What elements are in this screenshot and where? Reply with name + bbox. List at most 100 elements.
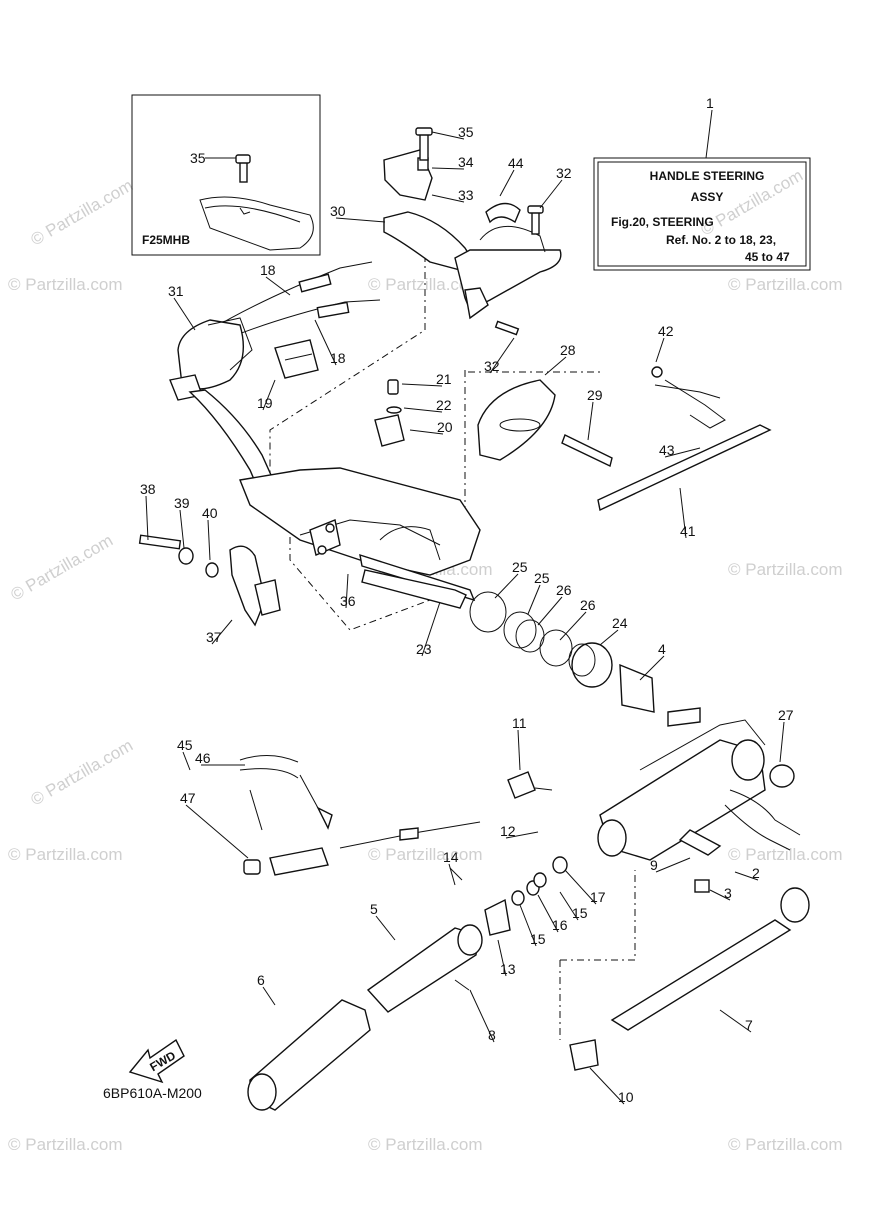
watermark-text: © Partzilla.com xyxy=(728,560,843,579)
callout-leader xyxy=(403,407,443,413)
callout-leader xyxy=(639,655,665,681)
callout-leader xyxy=(734,871,759,881)
callout-leader xyxy=(499,169,515,197)
box-title-line1: HANDLE STEERING xyxy=(650,169,765,183)
box-ref-line1: Ref. No. 2 to 18, 23, xyxy=(666,233,776,247)
callout-leader xyxy=(679,487,687,539)
stop-switch-parts xyxy=(239,755,553,876)
callout-leader xyxy=(559,611,587,641)
callout-leader xyxy=(489,337,515,374)
callout-45: 45 xyxy=(177,737,193,753)
diagram-code: 6BP610A-M200 xyxy=(103,1085,202,1101)
tiller-handle-body xyxy=(597,707,801,893)
callout-leader xyxy=(431,131,465,140)
callout-leader xyxy=(211,619,233,645)
callout-leader xyxy=(519,904,537,947)
callout-41: 41 xyxy=(680,523,696,539)
left-side-parts xyxy=(138,534,281,627)
link-rod xyxy=(597,366,772,512)
callout-leader xyxy=(262,379,276,411)
callout-leader xyxy=(375,915,396,941)
callout-leader xyxy=(709,889,731,901)
callout-42: 42 xyxy=(658,323,674,339)
callout-34: 34 xyxy=(458,154,474,170)
callout-10: 10 xyxy=(618,1089,634,1105)
callout-15: 15 xyxy=(572,905,588,921)
callout-leader xyxy=(207,519,211,561)
callout-leader xyxy=(537,894,559,933)
watermark-text: © Partzilla.com xyxy=(27,736,136,810)
watermark-text: © Partzilla.com xyxy=(728,275,843,294)
callout-38: 38 xyxy=(140,481,156,497)
callout-leader xyxy=(664,447,701,458)
callout-leader xyxy=(448,863,456,886)
callout-12: 12 xyxy=(500,823,516,839)
watermark-text: © Partzilla.com xyxy=(8,1135,123,1154)
callout-leader xyxy=(497,939,507,977)
callout-11: 11 xyxy=(512,715,527,731)
watermark-text: © Partzilla.com xyxy=(7,531,116,605)
throttle-shaft xyxy=(569,887,810,1071)
callout-4: 4 xyxy=(658,641,666,657)
watermark-layer: © Partzilla.com © Partzilla.com © Partzill… xyxy=(7,166,842,1154)
callout-leader xyxy=(182,751,191,771)
callout-40: 40 xyxy=(202,505,218,521)
box-fig-line: Fig.20, STEERING xyxy=(611,215,714,229)
callout-leader xyxy=(179,509,185,549)
callout-18: 18 xyxy=(330,350,346,366)
callout-32: 32 xyxy=(556,165,572,181)
callout-6: 6 xyxy=(257,972,265,988)
callout-5: 5 xyxy=(370,901,378,917)
watermark-text: © Partzilla.com xyxy=(368,845,483,864)
handle-top-parts xyxy=(383,127,562,336)
callout-leader xyxy=(173,297,196,331)
watermark-text: © Partzilla.com xyxy=(368,1135,483,1154)
callout-37: 37 xyxy=(206,629,222,645)
callout-leader xyxy=(314,319,337,366)
callout-7: 7 xyxy=(745,1017,753,1033)
callout-18: 18 xyxy=(260,262,276,278)
callout-13: 13 xyxy=(500,961,516,977)
watermark-text: © Partzilla.com xyxy=(728,1135,843,1154)
callout-32: 32 xyxy=(484,358,500,374)
callout-33: 33 xyxy=(458,187,474,203)
callout-leader xyxy=(589,1067,625,1105)
callout-leader xyxy=(599,629,619,646)
callout-layer: 2345678910111213141515161718181920212223… xyxy=(140,124,794,1105)
callout-leader xyxy=(401,383,443,387)
callout-leader xyxy=(345,573,349,609)
inset-f25mhb: 35 F25MHB xyxy=(131,94,321,256)
callout-leader xyxy=(262,986,276,1006)
callout-31: 31 xyxy=(168,283,184,299)
callout-leader xyxy=(779,721,785,763)
callout-20: 20 xyxy=(437,419,453,435)
box-title-line2: ASSY xyxy=(691,190,724,204)
callout-3: 3 xyxy=(724,885,732,901)
watermark-text: © Partzilla.com xyxy=(27,176,136,250)
throttle-cables xyxy=(169,261,381,401)
callout-leader xyxy=(655,857,691,873)
callout-44: 44 xyxy=(508,155,524,171)
callout-39: 39 xyxy=(174,495,190,511)
swivel-parts xyxy=(361,569,795,788)
callout-leader xyxy=(265,276,291,296)
inset-model-label: F25MHB xyxy=(142,233,190,247)
callout-leader xyxy=(537,596,563,626)
inset-callout: 35 xyxy=(190,150,206,166)
callout-leader xyxy=(517,729,521,771)
callout-16: 16 xyxy=(552,917,568,933)
callout-leader xyxy=(431,194,465,203)
callout-leader xyxy=(469,989,495,1043)
callout-leader xyxy=(494,573,519,599)
callout-leader xyxy=(505,831,539,839)
callout-leader xyxy=(421,601,441,657)
callout-30: 30 xyxy=(330,203,346,219)
callout-19: 19 xyxy=(257,395,273,411)
callout-21: 21 xyxy=(436,371,452,387)
handle-steering-assy-box: 1 HANDLE STEERING ASSY Fig.20, STEERING … xyxy=(593,95,811,271)
watermark-text: © Partzilla.com xyxy=(8,845,123,864)
callout-29: 29 xyxy=(587,387,603,403)
callout-24: 24 xyxy=(612,615,628,631)
